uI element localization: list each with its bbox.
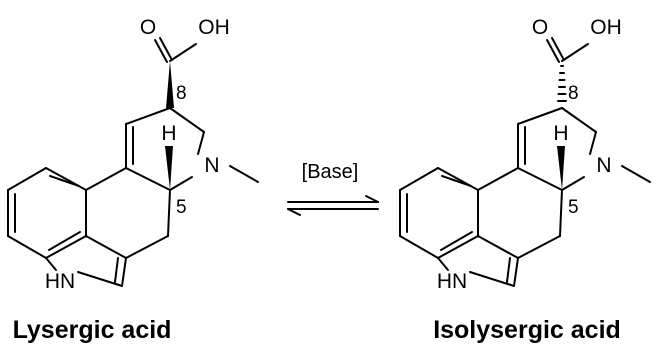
isolysergic-n-label: N <box>596 154 611 177</box>
isolysergic-c8-locant: 8 <box>568 83 579 104</box>
c8-wedge-bond <box>166 61 174 108</box>
lysergic-c8-locant: 8 <box>176 83 187 104</box>
isolysergic-h-label: H <box>553 122 568 145</box>
isolysergic-c5-locant: 5 <box>568 197 579 218</box>
c5-wedge-bond <box>557 146 565 190</box>
isolysergic-oh-label: OH <box>590 16 622 39</box>
isolysergic-acid-bonds <box>399 37 651 287</box>
isolysergic-carbonyl-o-label: O <box>532 16 548 39</box>
lysergic-h-label: H <box>161 122 176 145</box>
lysergic-carbonyl-o-label: O <box>140 16 156 39</box>
lysergic-oh-label: OH <box>198 16 230 39</box>
c8-hashed-bond <box>557 65 567 102</box>
reaction-condition: [Base] <box>302 161 359 183</box>
lysergic-nh-label: HN <box>45 270 75 293</box>
equilibrium-arrow-icon <box>287 195 379 216</box>
lysergic-acid-structure: O OH 8 H N 5 HN <box>7 16 259 293</box>
c5-wedge-bond <box>165 146 173 190</box>
lysergic-acid-name: Lysergic acid <box>13 316 172 344</box>
isolysergic-acid-name: Isolysergic acid <box>433 316 621 344</box>
lysergic-n-label: N <box>204 154 219 177</box>
isolysergic-acid-structure: O OH 8 H N 5 HN <box>399 16 651 293</box>
lysergic-acid-bonds <box>7 37 259 287</box>
lysergic-c5-locant: 5 <box>176 197 187 218</box>
isolysergic-nh-label: HN <box>437 270 467 293</box>
equilibrium-arrows: [Base] <box>287 161 379 216</box>
